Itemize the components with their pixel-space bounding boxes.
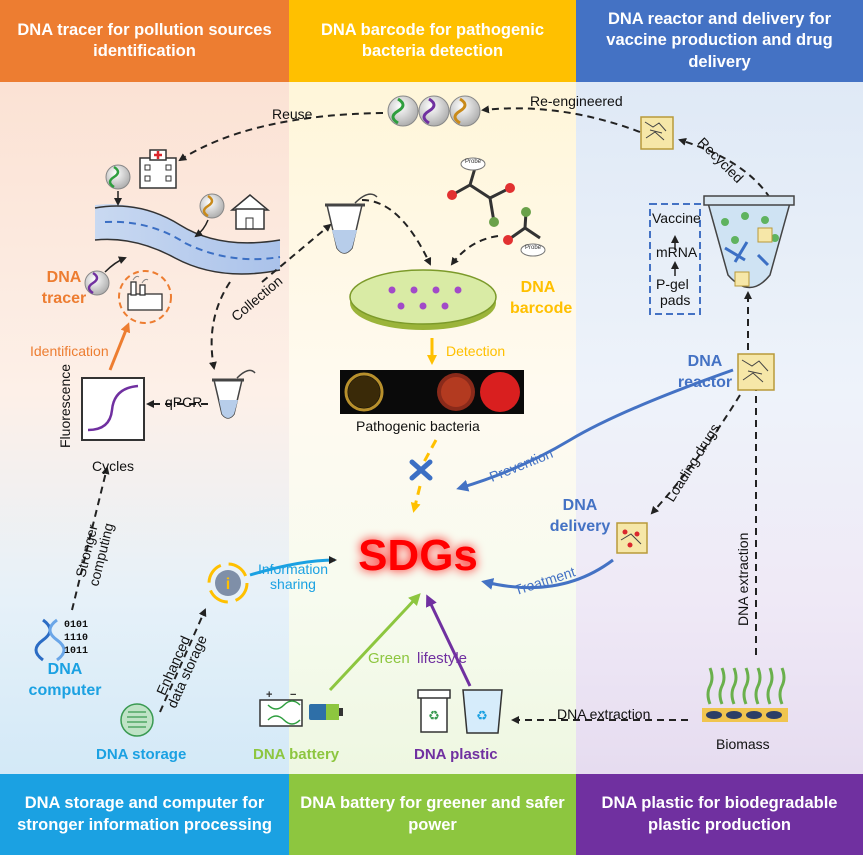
dna-bead-icon — [387, 95, 481, 127]
label-mrna: mRNA — [656, 244, 698, 260]
header-dna-reactor: DNA reactor and delivery for vaccine pro… — [576, 0, 863, 82]
label-probe-2: Probe — [525, 245, 542, 251]
label-dna-delivery: DNA delivery — [549, 497, 611, 535]
plastic-container-icon: ♻ — [462, 689, 503, 734]
header-dna-plastic: DNA plastic for biodegradable plastic pr… — [576, 774, 863, 855]
petri-dish-icon — [349, 269, 497, 330]
factory-icon — [118, 270, 172, 324]
label-dna-tracer: DNA tracer — [41, 269, 87, 307]
label-information-sharing: Information sharing — [257, 561, 329, 593]
biomass-icon — [702, 667, 788, 722]
label-dna-barcode: DNA barcode — [510, 279, 573, 317]
reactor-gel-pad-icon — [737, 353, 775, 391]
binary-line-2: 1110 — [64, 633, 89, 644]
fluorescence-plot — [81, 377, 145, 441]
label-dna-extraction-horizontal: DNA extraction — [557, 706, 651, 722]
label-detection: Detection — [446, 343, 506, 359]
svg-text:−: − — [290, 689, 296, 701]
header-dna-battery: DNA battery for greener and safer power — [289, 774, 576, 855]
dna-helix-icon — [34, 618, 66, 662]
sdgs-title: SDGs — [358, 531, 478, 580]
label-identification: Identification — [30, 343, 109, 359]
label-dna-battery: DNA battery — [253, 746, 340, 763]
binary-line-1: 0101 — [64, 620, 89, 631]
vaccine-process-box — [649, 203, 701, 315]
svg-text:+: + — [266, 689, 272, 701]
bg-center-column — [289, 82, 576, 774]
header-dna-storage: DNA storage and computer for stronger in… — [0, 774, 289, 855]
house-icon — [229, 194, 271, 230]
label-pathogenic-bacteria: Pathogenic bacteria — [356, 418, 480, 434]
delivery-gel-pad-icon — [616, 522, 648, 554]
label-reuse: Reuse — [272, 106, 313, 122]
label-green: Green — [368, 650, 410, 667]
header-dna-barcode: DNA barcode for pathogenic bacteria dete… — [289, 0, 576, 82]
label-dna-extraction-vertical: DNA extraction — [735, 532, 751, 626]
plastic-cup-icon: ♻ — [417, 689, 451, 733]
label-pads: pads — [660, 292, 691, 308]
label-dna-storage: DNA storage — [96, 746, 187, 763]
label-cycles: Cycles — [92, 458, 135, 474]
label-lifestyle: lifestyle — [417, 650, 468, 667]
header-dna-tracer: DNA tracer for pollution sources identif… — [0, 0, 289, 82]
label-vaccine: Vaccine — [652, 210, 701, 226]
svg-text:i: i — [226, 576, 230, 593]
bacteria-fluorescence-image — [340, 370, 524, 414]
label-dna-plastic: DNA plastic — [414, 746, 498, 763]
sample-tube-icon — [325, 193, 378, 254]
hospital-icon — [139, 149, 177, 189]
label-pgel: P-gel — [656, 276, 689, 292]
battery-icon: + − — [259, 689, 343, 727]
block-x-icon — [409, 459, 433, 481]
river-illustration — [95, 204, 280, 274]
label-qpcr: qPCR — [165, 394, 203, 410]
svg-text:♻: ♻ — [476, 708, 488, 723]
dna-storage-icon — [120, 703, 154, 737]
reactor-tube-icon — [703, 195, 795, 289]
label-fluorescence: Fluorescence — [57, 363, 73, 448]
label-biomass: Biomass — [716, 736, 770, 752]
tracer-bead-icon — [84, 164, 225, 296]
qpcr-tube-icon — [212, 369, 256, 419]
label-dna-computer: DNA computer — [28, 661, 102, 699]
information-icon: i — [207, 562, 249, 604]
label-dna-reactor: DNA reactor — [677, 353, 733, 391]
binary-line-3: 1011 — [64, 646, 89, 657]
gel-pad-icon — [640, 116, 674, 150]
probe-molecule-icon — [447, 157, 546, 257]
label-re-engineered: Re-engineered — [530, 93, 623, 109]
svg-text:♻: ♻ — [428, 708, 440, 723]
label-probe-1: Probe — [465, 159, 482, 165]
